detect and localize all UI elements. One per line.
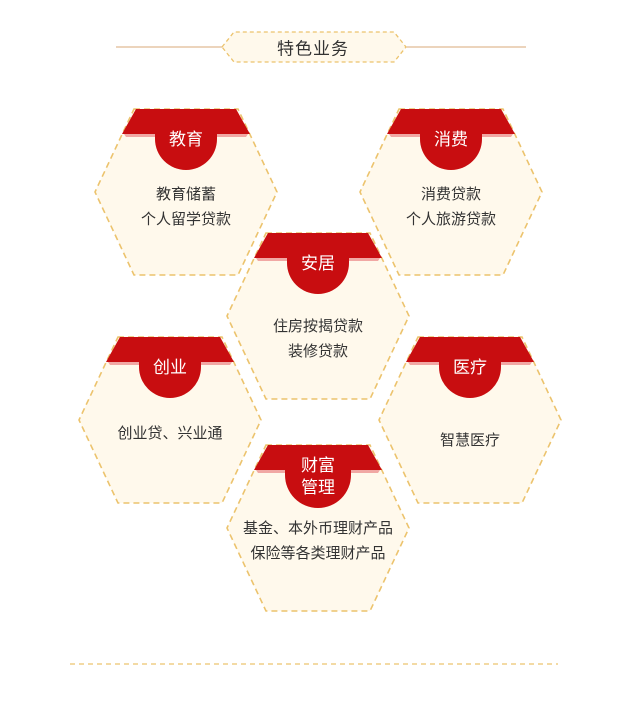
- label-bubble: [285, 445, 351, 508]
- card-description-line: 教育储蓄: [155, 185, 217, 203]
- card-label: 消费: [434, 130, 468, 150]
- card-description-line: 个人旅游贷款: [405, 210, 497, 228]
- card-education: [94, 108, 278, 276]
- card-startup: [78, 336, 262, 504]
- card-description: 智慧医疗: [440, 428, 500, 453]
- card-label: 安居: [301, 254, 335, 274]
- header-badge: [221, 31, 407, 63]
- card-medical: [378, 336, 562, 504]
- card-description-line: 住房按揭贷款: [272, 317, 364, 335]
- label-bubble: [139, 337, 201, 398]
- card-hexagon: [226, 232, 410, 400]
- card-label: 医疗: [453, 358, 487, 378]
- card-description: 创业贷、兴业通: [117, 421, 222, 446]
- card-wealth: [226, 444, 410, 612]
- card-label: 创业: [153, 358, 187, 378]
- card-description: 住房按揭贷款装修贷款: [273, 314, 363, 364]
- card-hexagon: [226, 444, 410, 612]
- card-hexagon: [94, 108, 278, 276]
- card-label: 教育: [169, 130, 203, 150]
- card-label: 财富 管理: [301, 456, 335, 498]
- card-description: 教育储蓄个人留学贷款: [141, 182, 231, 232]
- card-description-line: 个人留学贷款: [140, 210, 232, 228]
- label-bubble: [155, 109, 217, 170]
- label-bubble: [420, 109, 482, 170]
- card-description-line: 基金、本外币理财产品: [242, 519, 394, 537]
- card-description: 基金、本外币理财产品保险等各类理财产品: [243, 516, 393, 566]
- card-description-line: 创业贷、兴业通: [117, 424, 223, 442]
- card-consumer: [359, 108, 543, 276]
- card-description-line: 装修贷款: [287, 342, 349, 360]
- card-hexagon: [378, 336, 562, 504]
- label-bubble: [287, 233, 349, 294]
- card-description-line: 智慧医疗: [439, 431, 501, 449]
- card-hexagon: [359, 108, 543, 276]
- card-description: 消费贷款个人旅游贷款: [406, 182, 496, 232]
- section-title: 特色业务: [277, 39, 349, 60]
- card-hexagon: [78, 336, 262, 504]
- card-description-line: 保险等各类理财产品: [250, 544, 386, 562]
- label-bubble: [439, 337, 501, 398]
- card-housing: [226, 232, 410, 400]
- card-description-line: 消费贷款: [420, 185, 482, 203]
